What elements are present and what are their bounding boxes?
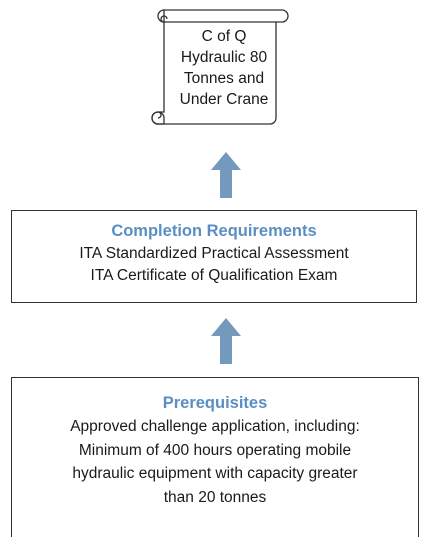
- certificate-line: Under Crane: [179, 91, 269, 108]
- certificate-line: Tonnes and: [183, 70, 265, 87]
- prerequisites-box: Prerequisites Approved challenge applica…: [11, 377, 419, 537]
- up-arrow-icon: [211, 152, 241, 198]
- completion-item: ITA Certificate of Qualification Exam: [90, 267, 338, 284]
- certificate-title: C of Q Hydraulic 80 Tonnes and Under Cra…: [166, 26, 282, 110]
- prerequisite-item: Minimum of 400 hours operating mobile: [78, 441, 352, 459]
- certificate-line: Hydraulic 80: [180, 49, 268, 66]
- up-arrow-icon: [211, 318, 241, 364]
- prerequisites-heading: Prerequisites: [162, 394, 268, 412]
- certificate-line: C of Q: [201, 28, 247, 45]
- prerequisite-item: Approved challenge application, includin…: [70, 418, 360, 435]
- certificate-scroll: C of Q Hydraulic 80 Tonnes and Under Cra…: [148, 4, 290, 136]
- prerequisite-item: hydraulic equipment with capacity greate…: [72, 465, 358, 482]
- prerequisite-item: than 20 tonnes: [163, 488, 267, 506]
- scroll-shape-icon: [151, 9, 289, 125]
- completion-item: ITA Standardized Practical Assessment: [79, 245, 349, 262]
- completion-requirements-box: Completion Requirements ITA Standardized…: [11, 210, 417, 303]
- completion-heading: Completion Requirements: [111, 222, 317, 240]
